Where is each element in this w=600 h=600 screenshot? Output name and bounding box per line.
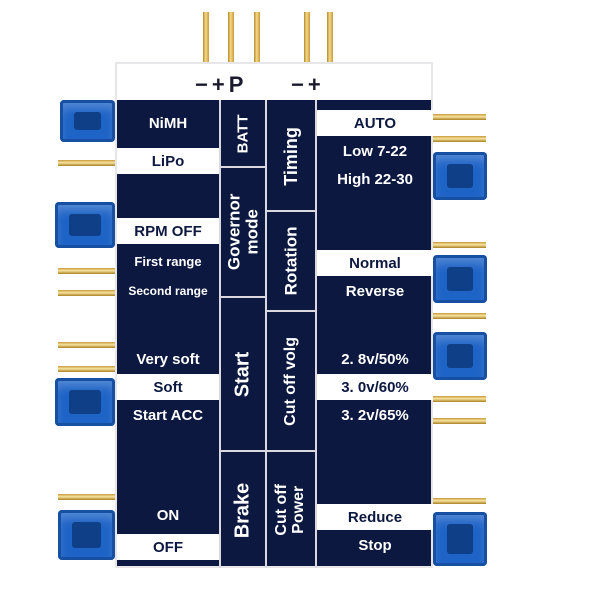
section-governor-mode: Governor mode — [224, 193, 261, 271]
left-jumper-brake[interactable] — [58, 510, 115, 560]
right-pin — [432, 498, 486, 504]
option-very-soft: Very soft — [136, 350, 200, 368]
left-jumper-battery[interactable] — [60, 100, 115, 142]
divider — [265, 450, 315, 452]
option-stop: Stop — [358, 536, 392, 554]
option-lipo: LiPo — [117, 148, 219, 174]
divider — [219, 166, 265, 168]
divider — [315, 100, 317, 568]
option-3-0v: 3. 0v/60% — [317, 374, 433, 400]
right-pin — [432, 114, 486, 120]
polarity-strip: −+P −+ — [117, 64, 431, 100]
option-low: Low 7-22 — [342, 142, 408, 160]
option-start-acc: Start ACC — [132, 406, 204, 424]
right-pin — [432, 313, 486, 319]
divider — [219, 296, 265, 298]
section-rotation: Rotation — [281, 226, 301, 296]
section-start: Start — [231, 351, 254, 397]
top-pin — [304, 12, 310, 64]
right-pin — [432, 418, 486, 424]
right-pin — [432, 242, 486, 248]
left-pin — [58, 342, 116, 348]
option-soft: Soft — [117, 374, 219, 400]
section-cut-off-power: Cut off Power — [273, 484, 307, 536]
option-reverse: Reverse — [345, 282, 405, 300]
right-pin — [432, 396, 486, 402]
right-pin — [432, 136, 486, 142]
option-nimh: NiMH — [148, 114, 188, 132]
option-rpm-off: RPM OFF — [117, 218, 219, 244]
section-batt: BATT — [234, 114, 252, 154]
section-cut-off-volg: Cut off volg — [281, 336, 299, 426]
left-pin — [58, 366, 116, 372]
divider — [219, 100, 221, 568]
option-brake-on: ON — [156, 506, 180, 524]
left-polarity-label: −+P — [195, 72, 248, 97]
option-brake-off: OFF — [117, 534, 219, 560]
divider — [265, 210, 315, 212]
top-pin — [254, 12, 260, 64]
left-jumper-start[interactable] — [55, 378, 115, 426]
section-timing: Timing — [280, 126, 301, 186]
divider — [265, 100, 267, 568]
section-brake: Brake — [231, 482, 254, 538]
left-jumper-governor[interactable] — [55, 202, 115, 248]
right-jumper-power[interactable] — [433, 512, 487, 566]
option-second-range: Second range — [128, 284, 208, 298]
divider — [219, 450, 265, 452]
option-auto: AUTO — [317, 110, 433, 136]
top-pin — [228, 12, 234, 64]
option-reduce: Reduce — [317, 504, 433, 530]
divider — [265, 310, 315, 312]
option-high: High 22-30 — [337, 170, 413, 188]
option-2-8v: 2. 8v/50% — [341, 350, 409, 368]
right-jumper-rotation[interactable] — [433, 255, 487, 303]
option-3-2v: 3. 2v/65% — [341, 406, 409, 424]
right-jumper-timing[interactable] — [433, 152, 487, 200]
left-pin — [58, 494, 116, 500]
left-pin — [58, 160, 116, 166]
top-pin — [203, 12, 209, 64]
top-pin — [327, 12, 333, 64]
option-normal: Normal — [317, 250, 433, 276]
esc-settings-card: −+P −+ NiMH LiPo RPM OFF First range Sec… — [115, 62, 433, 568]
right-jumper-cutoff[interactable] — [433, 332, 487, 380]
left-pin — [58, 290, 116, 296]
option-first-range: First range — [134, 253, 202, 269]
left-pin — [58, 268, 116, 274]
right-polarity-label: −+ — [291, 72, 325, 97]
